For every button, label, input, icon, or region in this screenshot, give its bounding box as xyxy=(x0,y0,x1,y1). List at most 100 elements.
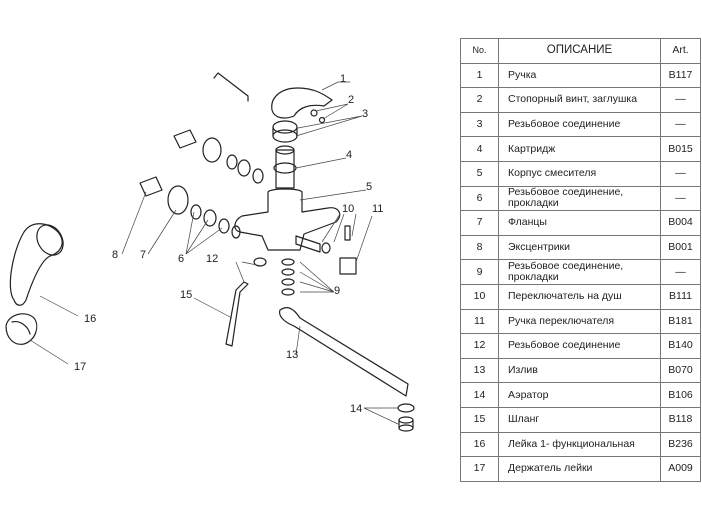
cell-no: 7 xyxy=(460,210,499,236)
callout-4: 4 xyxy=(346,149,352,161)
callout-16: 16 xyxy=(84,313,96,325)
hand-shower-part xyxy=(9,223,63,306)
cell-art: — xyxy=(660,160,701,187)
callout-15: 15 xyxy=(180,289,192,301)
hose-fitting-part xyxy=(253,257,267,267)
cell-description: Резьбовое соединение, прокладки xyxy=(498,259,661,285)
cartridge-part xyxy=(275,149,295,189)
eccentric-upper-part xyxy=(173,129,197,149)
cell-no: 6 xyxy=(460,185,499,212)
callout-8: 8 xyxy=(112,249,118,261)
callout-1: 1 xyxy=(340,73,346,85)
cell-art: B070 xyxy=(660,357,701,384)
eccentric-lower-part xyxy=(139,176,163,197)
cell-description: Держатель лейки xyxy=(498,456,661,482)
cell-art: — xyxy=(660,87,701,113)
cell-art: B004 xyxy=(660,210,701,236)
cell-art: B140 xyxy=(660,333,701,359)
cell-description: Корпус смесителя xyxy=(498,160,661,187)
diverter-part xyxy=(295,235,321,253)
cell-art: — xyxy=(660,185,701,212)
cell-no: 1 xyxy=(460,62,499,89)
cell-description: Резьбовое соединение xyxy=(498,111,661,138)
cell-no: 15 xyxy=(460,406,499,433)
shower-holder-part xyxy=(5,313,38,345)
header-art: Art. xyxy=(660,38,701,64)
cell-art: B106 xyxy=(660,382,701,408)
cell-art: — xyxy=(660,111,701,138)
callout-14: 14 xyxy=(350,403,362,415)
mixer-body-part xyxy=(234,188,341,251)
cell-no: 14 xyxy=(460,382,499,408)
cell-description: Ручка переключателя xyxy=(498,308,661,335)
callout-17: 17 xyxy=(74,361,86,373)
cell-no: 8 xyxy=(460,234,499,261)
cell-no: 11 xyxy=(460,308,499,335)
callout-12: 12 xyxy=(206,253,218,265)
cell-no: 16 xyxy=(460,431,499,458)
cell-no: 17 xyxy=(460,456,499,482)
cell-no: 10 xyxy=(460,283,499,310)
cap-part xyxy=(310,109,318,117)
cell-description: Излив xyxy=(498,357,661,384)
diverter-knob-part xyxy=(339,257,357,275)
callout-9: 9 xyxy=(334,285,340,297)
cell-art: A009 xyxy=(660,456,701,482)
callout-7: 7 xyxy=(140,249,146,261)
cell-description: Лейка 1- функциональная xyxy=(498,431,661,458)
cell-description: Резьбовое соединение xyxy=(498,333,661,359)
cell-art: B181 xyxy=(660,308,701,335)
cell-art: B117 xyxy=(660,62,701,89)
callout-13: 13 xyxy=(286,349,298,361)
aerator-part xyxy=(397,403,415,413)
handle-part xyxy=(271,87,333,119)
cell-art: B111 xyxy=(660,283,701,310)
exploded-faucet-diagram: 1 2 3 4 5 10 11 9 12 6 7 8 15 13 14 16 1… xyxy=(5,72,415,432)
cell-description: Картридж xyxy=(498,136,661,162)
table-header-row: No. ОПИСАНИЕ Art. xyxy=(460,38,701,64)
hex-key-part xyxy=(213,72,249,102)
screw-part xyxy=(318,116,326,124)
cell-description: Резьбовое соединение, прокладки xyxy=(498,185,661,212)
cell-art: B015 xyxy=(660,136,701,162)
cell-no: 5 xyxy=(460,160,499,187)
callout-10: 10 xyxy=(342,203,354,215)
cell-description: Стопорный винт, заглушка xyxy=(498,87,661,113)
callout-2: 2 xyxy=(348,94,354,106)
callout-11: 11 xyxy=(372,203,383,215)
cell-description: Фланцы xyxy=(498,210,661,236)
spout-part xyxy=(279,307,409,397)
cell-no: 9 xyxy=(460,259,499,285)
cell-description: Ручка xyxy=(498,62,661,89)
cell-description: Шланг xyxy=(498,406,661,433)
header-no: No. xyxy=(460,38,499,64)
cell-no: 3 xyxy=(460,111,499,138)
cell-no: 12 xyxy=(460,333,499,359)
header-description: ОПИСАНИЕ xyxy=(498,38,661,64)
hose-part xyxy=(225,281,249,347)
cell-art: — xyxy=(660,259,701,285)
callout-6: 6 xyxy=(178,253,184,265)
cell-description: Аэратор xyxy=(498,382,661,408)
cell-no: 2 xyxy=(460,87,499,113)
cell-description: Переключатель на душ xyxy=(498,283,661,310)
cell-art: B236 xyxy=(660,431,701,458)
